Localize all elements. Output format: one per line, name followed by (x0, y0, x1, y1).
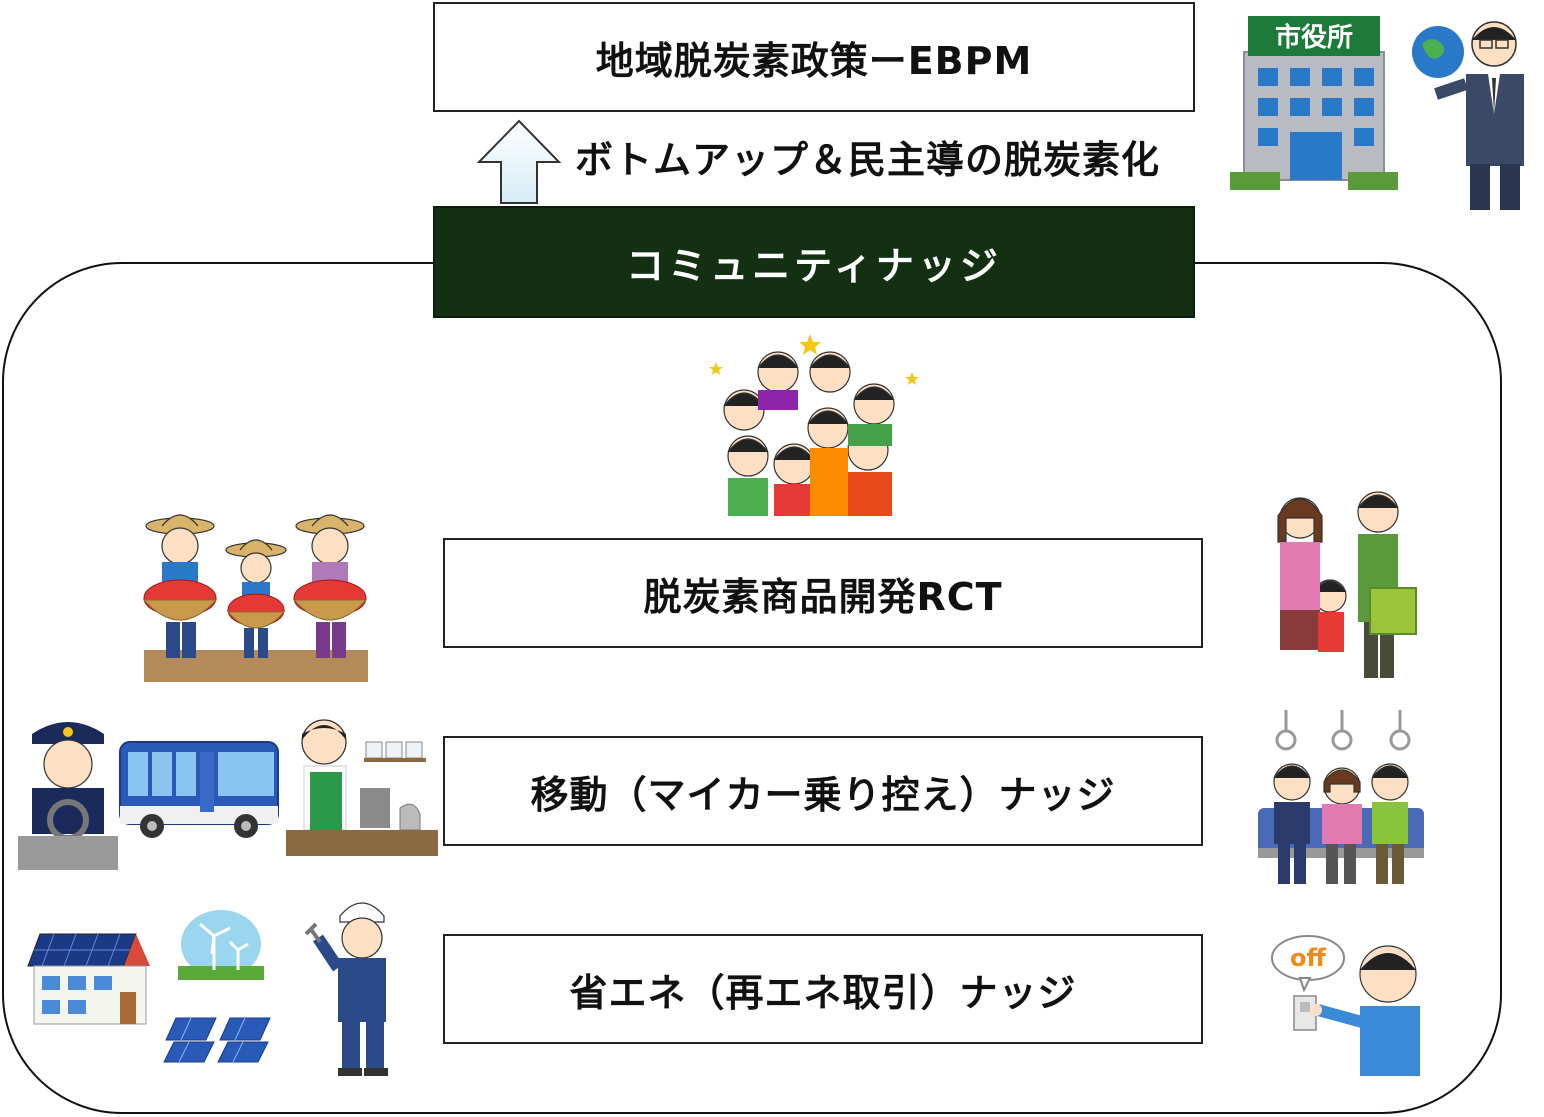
solar-panels-icon (164, 1000, 274, 1064)
policy-ebpm-box: 地域脱炭素政策ーEBPM (433, 2, 1195, 112)
mobility-nudge-box: 移動（マイカー乗り控え）ナッジ (443, 736, 1203, 846)
farmers-tomatoes-icon (140, 510, 370, 684)
switch-off-person-icon: off (1270, 930, 1424, 1080)
switch-bubble-text: off (1290, 944, 1326, 972)
children-group-icon (698, 332, 930, 516)
official-with-globe-icon (1408, 14, 1528, 212)
product-rct-label: 脱炭素商品開発RCT (643, 566, 1002, 621)
city-hall-sign-text: 市役所 (1275, 22, 1353, 53)
cafe-worker-icon (284, 712, 440, 858)
policy-ebpm-label: 地域脱炭素政策ーEBPM (596, 30, 1033, 85)
worker-wrench-icon (304, 894, 408, 1078)
community-nudge-label: コミュニティナッジ (626, 235, 1002, 290)
product-rct-box: 脱炭素商品開発RCT (443, 538, 1203, 648)
bus-icon (118, 738, 282, 840)
energy-nudge-label: 省エネ（再エネ取引）ナッジ (569, 962, 1076, 1017)
family-shopping-icon (1266, 488, 1426, 684)
city-hall-icon: 市役所 (1228, 12, 1400, 192)
bus-driver-icon (18, 710, 118, 870)
community-nudge-box: コミュニティナッジ (433, 206, 1195, 318)
energy-nudge-box: 省エネ（再エネ取引）ナッジ (443, 934, 1203, 1044)
wind-turbine-icon (178, 908, 264, 980)
mobility-nudge-label: 移動（マイカー乗り控え）ナッジ (530, 764, 1115, 819)
up-arrow-icon (474, 118, 564, 206)
solar-house-icon (24, 930, 154, 1026)
train-passengers-icon (1256, 708, 1426, 886)
bottom-up-label: ボトムアップ＆民主導の脱炭素化 (575, 132, 1215, 188)
